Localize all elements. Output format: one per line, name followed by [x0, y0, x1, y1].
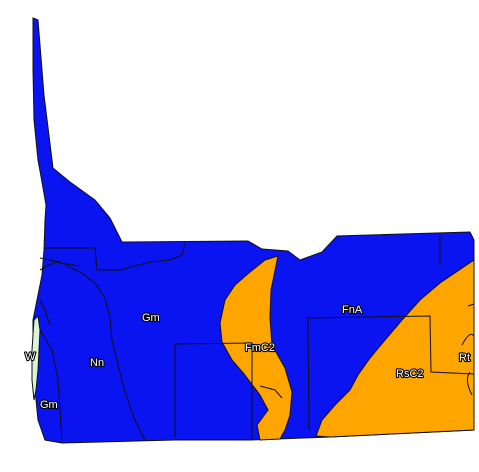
unit-boundaries [39, 236, 475, 441]
map-unit-orange-band[interactable] [219, 255, 293, 441]
label-nn: Nn [90, 357, 104, 369]
label-gm-north: Gm [142, 312, 160, 324]
label-fna: FnA [342, 304, 363, 316]
map-unit-water[interactable] [31, 314, 41, 401]
map-labels: Gm Nn Gm W FmC2 FnA RsC2 Rt [24, 303, 471, 412]
label-rt: Rt [459, 352, 470, 364]
map-unit-orange-wedge[interactable] [315, 259, 475, 438]
label-gm-south: Gm [40, 399, 58, 411]
label-fmc2: FmC2 [245, 342, 275, 354]
label-rsc2: RsC2 [396, 368, 424, 380]
label-w: W [25, 351, 36, 363]
